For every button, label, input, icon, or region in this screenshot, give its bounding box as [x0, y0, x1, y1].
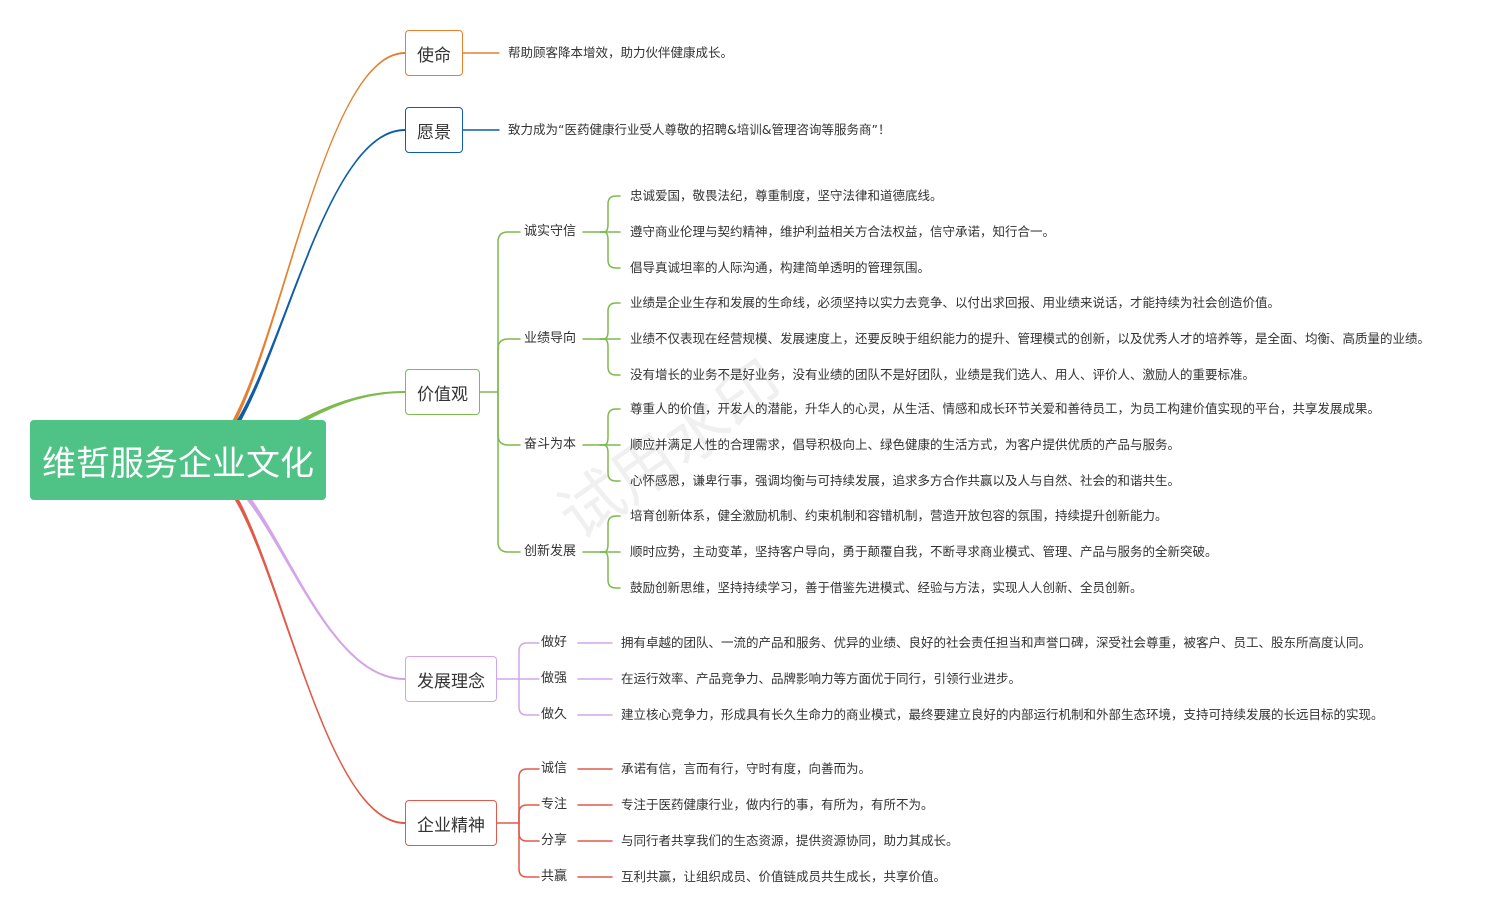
value-item[interactable]: 没有增长的业务不是好业务，没有业绩的团队不是好团队，业绩是我们选人、用人、评价人…	[630, 367, 1256, 382]
link-item-1-0	[599, 302, 621, 340]
development-text[interactable]: 拥有卓越的团队、一流的产品和服务、优异的业绩、良好的社会责任担当和声誉口碑，深受…	[621, 635, 1372, 650]
group-label-1[interactable]: 业绩导向	[524, 331, 577, 346]
link-item-0-2	[599, 231, 621, 269]
node-development[interactable]: 发展理念	[405, 656, 497, 702]
value-item[interactable]: 业绩是企业生存和发展的生命线，必须坚持以实力去竞争、以付出求回报、用业绩来说话，…	[630, 295, 1281, 310]
link-item-1-2	[599, 338, 621, 376]
link-values-group-0	[497, 231, 521, 393]
value-item[interactable]: 顺时应势，主动变革，坚持客户导向，勇于颠覆自我，不断寻求商业模式、管理、产品与服…	[630, 544, 1218, 559]
link-item-0-0	[599, 195, 621, 233]
value-item[interactable]: 心怀感恩，谦卑行事，强调均衡与可持续发展，追求多方合作共赢以及人与自然、社会的和…	[630, 473, 1181, 488]
branch-spirit-link	[195, 455, 405, 824]
value-item[interactable]: 尊重人的价值，开发人的潜能，升华人的心灵，从生活、情感和成长环节关爱和善待员工，…	[630, 401, 1381, 416]
value-item[interactable]: 遵守商业伦理与契约精神，维护利益相关方合法权益，信守承诺，知行合一。	[630, 224, 1056, 239]
link-spirit-3	[518, 822, 540, 878]
link-item-3-2	[599, 551, 621, 589]
link-values-group-1	[497, 338, 521, 393]
link-item-2-2	[599, 444, 621, 482]
spirit-text[interactable]: 承诺有信，言而有行，守时有度，向善而为。	[621, 761, 872, 776]
node-values[interactable]: 价值观	[405, 369, 480, 415]
group-label-2[interactable]: 奋斗为本	[524, 437, 577, 452]
group-label-0[interactable]: 诚实守信	[524, 224, 577, 239]
value-item[interactable]: 培育创新体系，健全激励机制、约束机制和容错机制，营造开放包容的氛围，持续提升创新…	[630, 508, 1168, 523]
node-mission[interactable]: 使命	[405, 30, 463, 76]
link-spirit-0	[518, 768, 540, 824]
development-label[interactable]: 做久	[541, 707, 568, 722]
spirit-label[interactable]: 专注	[541, 797, 568, 812]
node-spirit[interactable]: 企业精神	[405, 800, 497, 846]
value-item[interactable]: 业绩不仅表现在经营规模、发展速度上，还要反映于组织能力的提升、管理模式的创新，以…	[630, 331, 1431, 346]
link-spirit-1	[518, 804, 540, 824]
spirit-label[interactable]: 分享	[541, 833, 568, 848]
link-development-2	[518, 678, 540, 716]
spirit-text[interactable]: 互利共赢，让组织成员、价值链成员共生成长，共享价值。	[621, 869, 947, 884]
development-text[interactable]: 建立核心竞争力，形成具有长久生命力的商业模式，最终要建立良好的内部运行机制和外部…	[621, 707, 1384, 722]
spirit-text[interactable]: 专注于医药健康行业，做内行的事，有所为，有所不为。	[621, 797, 934, 812]
development-label[interactable]: 做好	[541, 635, 568, 650]
spirit-label[interactable]: 共赢	[541, 869, 568, 884]
spirit-label[interactable]: 诚信	[541, 761, 568, 776]
link-spirit-2	[518, 822, 540, 842]
link-values-group-3	[497, 391, 521, 553]
link-values-group-2	[497, 391, 521, 446]
root-node[interactable]: 维哲服务企业文化	[30, 420, 326, 500]
leaf-mission[interactable]: 帮助顾客降本增效，助力伙伴健康成长。	[508, 45, 734, 60]
value-item[interactable]: 倡导真诚坦率的人际沟通，构建简单透明的管理氛围。	[630, 260, 931, 275]
value-item[interactable]: 鼓励创新思维，坚持持续学习，善于借鉴先进模式、经验与方法，实现人人创新、全员创新…	[630, 580, 1143, 595]
branch-mission-link	[195, 52, 405, 465]
value-item[interactable]: 顺应并满足人性的合理需求，倡导积极向上、绿色健康的生活方式，为客户提供优质的产品…	[630, 437, 1181, 452]
spirit-text[interactable]: 与同行者共享我们的生态资源，提供资源协同，助力其成长。	[621, 833, 959, 848]
branch-vision-link	[195, 129, 405, 465]
node-vision[interactable]: 愿景	[405, 107, 463, 153]
development-label[interactable]: 做强	[541, 671, 568, 686]
leaf-vision[interactable]: 致力成为“医药健康行业受人尊敬的招聘&培训&管理咨询等服务商”！	[508, 122, 891, 137]
group-label-3[interactable]: 创新发展	[524, 544, 577, 559]
value-item[interactable]: 忠诚爱国，敬畏法纪，尊重制度，坚守法律和道德底线。	[630, 188, 943, 203]
link-development-0	[518, 642, 540, 680]
development-text[interactable]: 在运行效率、产品竞争力、品牌影响力等方面优于同行，引领行业进步。	[621, 671, 1022, 686]
